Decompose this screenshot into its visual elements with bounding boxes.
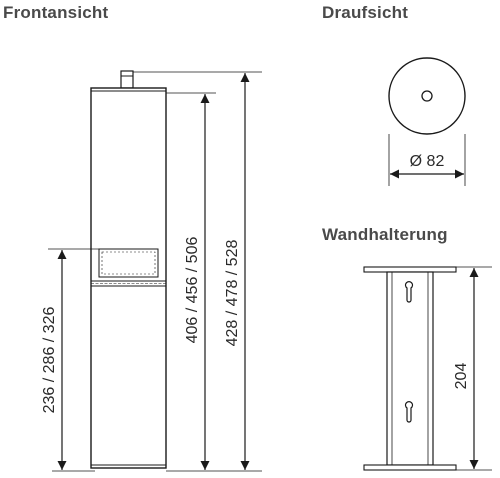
- top-view-title: Draufsicht: [322, 3, 409, 22]
- mount-bottom-plate: [363, 464, 457, 471]
- front-opening: [98, 248, 159, 278]
- mount-height-label: 204: [453, 363, 470, 390]
- diameter-label: Ø 82: [410, 153, 445, 170]
- wall-mount-title: Wandhalterung: [322, 225, 448, 244]
- inner-height-label: 406 / 456 / 506: [184, 237, 201, 344]
- wall-mount-view: [363, 266, 492, 471]
- total-height-label: 428 / 478 / 528: [224, 240, 241, 347]
- front-view: [90, 70, 167, 469]
- keyhole-upper-icon: [404, 281, 414, 303]
- dim-inner-height: [166, 92, 216, 472]
- top-view: [388, 57, 466, 186]
- top-view-circle: [388, 57, 466, 135]
- mount-bracket: [386, 271, 434, 466]
- mount-top-plate: [363, 266, 457, 273]
- dim-total-height: [133, 71, 262, 472]
- front-view-title: Frontansicht: [3, 3, 109, 22]
- cabinet-body: [90, 87, 167, 469]
- dim-lower-height: [48, 248, 100, 472]
- keyhole-lower-icon: [404, 401, 414, 423]
- top-view-center-hole: [421, 90, 433, 102]
- lower-height-label: 236 / 286 / 326: [41, 307, 58, 414]
- top-knob: [120, 70, 134, 89]
